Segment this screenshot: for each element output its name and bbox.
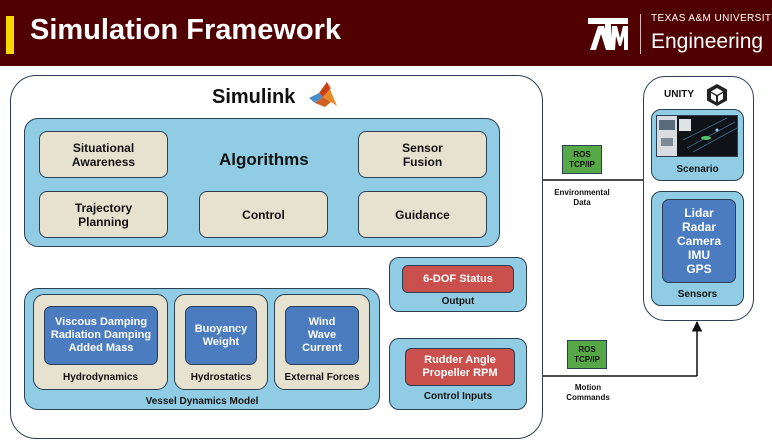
page-title: Simulation Framework <box>30 14 342 46</box>
external-forces-label: External Forces <box>284 372 360 383</box>
guidance-block: Guidance <box>358 191 487 238</box>
title-bar <box>0 0 772 66</box>
department-name: Engineering <box>651 30 764 53</box>
vessel-dynamics-title: Vessel Dynamics Model <box>145 396 259 407</box>
hydrostatics-label: Hydrostatics <box>190 372 252 383</box>
sensors-label: Sensors <box>677 289 718 300</box>
ros-tcpip-lower: ROS TCP/IP <box>567 340 607 369</box>
external-forces-items: Wind Wave Current <box>285 306 359 365</box>
hydrostatics-items: Buoyancy Weight <box>185 306 257 365</box>
logo-divider <box>640 14 641 54</box>
control-block: Control <box>199 191 328 238</box>
hydrodynamics-label: Hydrodynamics <box>62 372 139 383</box>
ros-tcpip-upper: ROS TCP/IP <box>562 145 602 174</box>
tamu-logo-icon <box>586 12 630 56</box>
six-dof-status-block: 6-DOF Status <box>402 265 514 293</box>
algorithms-title: Algorithms <box>219 150 309 169</box>
output-label: Output <box>441 296 475 307</box>
sensor-fusion-block: Sensor Fusion <box>358 131 487 178</box>
rudder-propeller-block: Rudder Angle Propeller RPM <box>405 348 515 386</box>
title-accent-bar <box>6 16 14 54</box>
situational-awareness-block: Situational Awareness <box>39 131 168 178</box>
scenario-image <box>656 115 738 157</box>
motion-commands-label: Motion Commands <box>566 383 610 402</box>
scenario-label: Scenario <box>676 164 719 175</box>
sensors-list: Lidar Radar Camera IMU GPS <box>662 199 736 283</box>
trajectory-planning-block: Trajectory Planning <box>39 191 168 238</box>
simulink-title: Simulink <box>212 86 296 108</box>
matlab-logo-icon <box>307 80 339 110</box>
unity-cube-icon <box>705 83 729 107</box>
control-inputs-label: Control Inputs <box>423 391 493 402</box>
environmental-data-label: Environmental Data <box>554 188 610 207</box>
hydrodynamics-items: Viscous Damping Radiation Damping Added … <box>44 306 158 365</box>
unity-title: UNITY <box>664 89 694 100</box>
university-name: TEXAS A&M UNIVERSITY <box>651 13 772 24</box>
